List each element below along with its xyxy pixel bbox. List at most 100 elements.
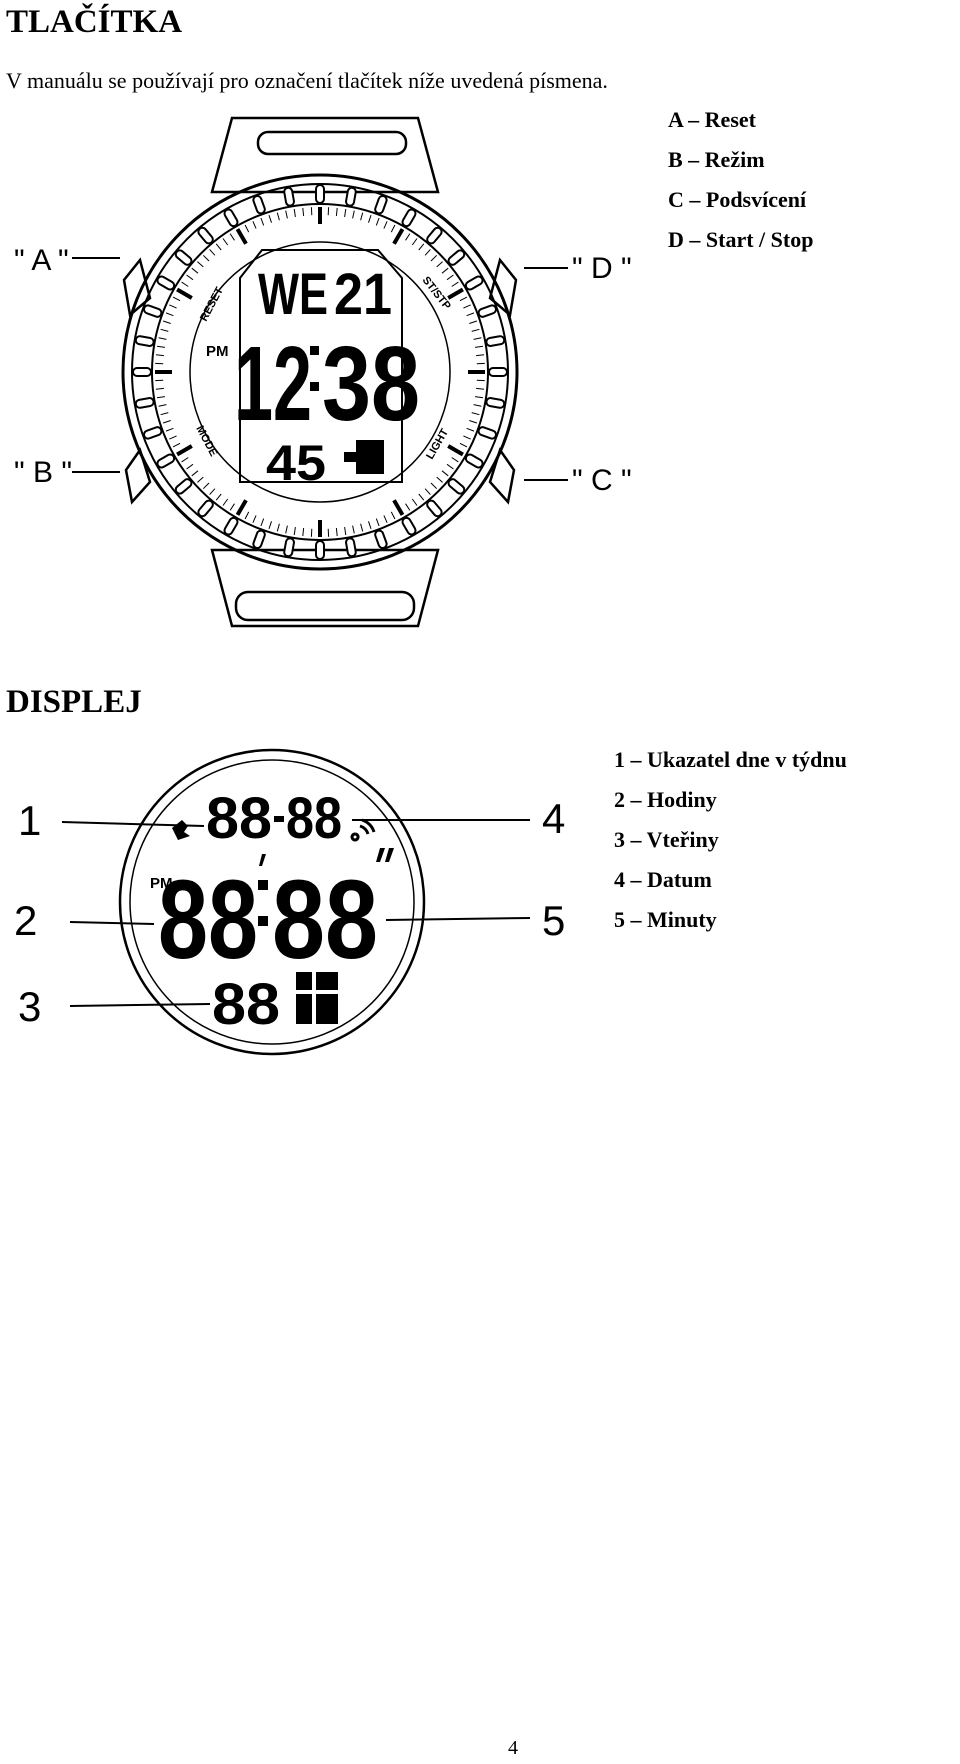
minor-tick	[390, 511, 396, 520]
ring-label-ststp: ST/STP	[420, 274, 453, 312]
lcd-day: WE	[258, 262, 328, 327]
minor-tick	[156, 396, 165, 399]
bezel-slot	[315, 184, 325, 204]
display-callout-line-5	[385, 917, 531, 921]
display-legend: 1 – Ukazatel dne v týdnu 2 – Hodiny 3 – …	[614, 749, 847, 949]
bezel-slot	[156, 453, 176, 469]
minor-tick	[285, 525, 288, 534]
minor-tick	[186, 463, 194, 470]
major-tick	[392, 228, 405, 245]
bezel-slot	[464, 453, 484, 469]
minor-tick	[276, 523, 280, 532]
minor-tick	[469, 420, 478, 424]
minor-tick	[466, 427, 475, 432]
minor-tick	[352, 525, 355, 534]
lcd-seconds: 45	[266, 435, 326, 491]
display-callout-line-1	[61, 821, 205, 827]
minor-tick	[181, 281, 189, 287]
display-callout-3: 3	[18, 983, 42, 1030]
minor-tick	[446, 463, 454, 470]
bezel-slot	[488, 367, 508, 377]
bezel-slot	[447, 478, 466, 495]
lcd-colon-top	[258, 880, 268, 890]
lcd-ampm: PM	[150, 875, 173, 892]
minor-tick	[172, 442, 181, 448]
minor-tick	[441, 267, 449, 274]
bezel-slot	[374, 529, 388, 549]
display-callout-lines	[61, 819, 531, 1007]
minor-tick	[222, 238, 229, 246]
lcd-minutes: 88	[272, 857, 378, 982]
minor-tick	[390, 224, 396, 233]
major-tick	[235, 228, 248, 245]
minor-tick	[451, 281, 459, 287]
minor-tick	[162, 420, 171, 424]
minor-tick	[475, 396, 484, 399]
bezel-slot	[132, 367, 152, 377]
lcd-hours: 12	[234, 325, 312, 443]
bezel-slot	[223, 516, 239, 536]
display-callout-5: 5	[542, 897, 566, 944]
minor-tick	[368, 214, 372, 223]
bezel-slot	[345, 537, 357, 558]
minor-tick	[473, 337, 482, 340]
bezel-slot	[426, 226, 443, 245]
minor-tick	[476, 387, 485, 390]
minor-tick	[186, 274, 194, 281]
minor-tick	[360, 212, 364, 221]
minor-tick	[368, 521, 372, 530]
bezel-slot	[252, 195, 266, 215]
minor-tick	[162, 320, 171, 324]
minor-tick	[471, 328, 480, 332]
lcd-hours: 88	[158, 857, 258, 982]
bezel-slot	[401, 516, 417, 536]
major-tick	[176, 287, 193, 300]
button-c-shape	[488, 447, 516, 505]
minor-tick	[360, 523, 364, 532]
display-legend-item-1: 1 – Ukazatel dne v týdnu	[614, 747, 847, 772]
minor-tick	[268, 521, 272, 530]
minor-tick	[436, 261, 443, 268]
bezel-slot	[134, 335, 155, 347]
display-callout-1: 1	[18, 797, 42, 844]
legend-item-c: C – Podsvícení	[668, 187, 807, 212]
minor-tick	[476, 354, 485, 357]
display-callout-line-3	[69, 1003, 211, 1007]
minor-tick	[418, 243, 425, 251]
minor-tick	[411, 238, 418, 246]
bezel-slot	[174, 249, 193, 266]
page-number: 4	[508, 1737, 518, 1759]
minor-tick	[344, 527, 347, 536]
lcd-seconds: 88	[212, 972, 280, 1037]
ring-label-mode: MODE	[193, 424, 219, 459]
bezel-slot	[485, 335, 506, 347]
legend-item-a: A – Reset	[668, 107, 756, 132]
bezel-slot	[464, 275, 484, 291]
lcd-indicator-block	[344, 440, 384, 474]
minor-tick	[165, 312, 174, 317]
lcd-panel	[239, 249, 403, 483]
minor-tick	[352, 210, 355, 219]
minor-tick	[293, 527, 296, 536]
callout-d: " D "	[572, 252, 632, 285]
display-legend-item-4: 4 – Datum	[614, 867, 712, 892]
minor-tick	[383, 221, 388, 229]
legend-item-b: B – Režim	[668, 147, 765, 172]
minor-tick	[459, 296, 468, 302]
alarm-icon	[172, 820, 190, 840]
minor-tick	[466, 312, 475, 317]
minor-tick	[229, 503, 235, 511]
minor-tick	[469, 320, 478, 324]
display-legend-item-5: 5 – Minuty	[614, 907, 717, 932]
bezel-slot	[315, 540, 325, 560]
minor-tick	[202, 482, 210, 490]
minor-tick	[209, 249, 216, 256]
callout-b: " B "	[14, 456, 72, 489]
callout-lines	[72, 257, 568, 481]
buttons-legend: A – Reset B – Režim C – Podsvícení D – S…	[668, 109, 813, 269]
ring-label-reset: RESET	[198, 285, 226, 323]
callout-c: " C "	[572, 464, 632, 497]
major-tick	[447, 444, 464, 457]
bezel-slot	[197, 499, 214, 518]
major-tick	[176, 444, 193, 457]
